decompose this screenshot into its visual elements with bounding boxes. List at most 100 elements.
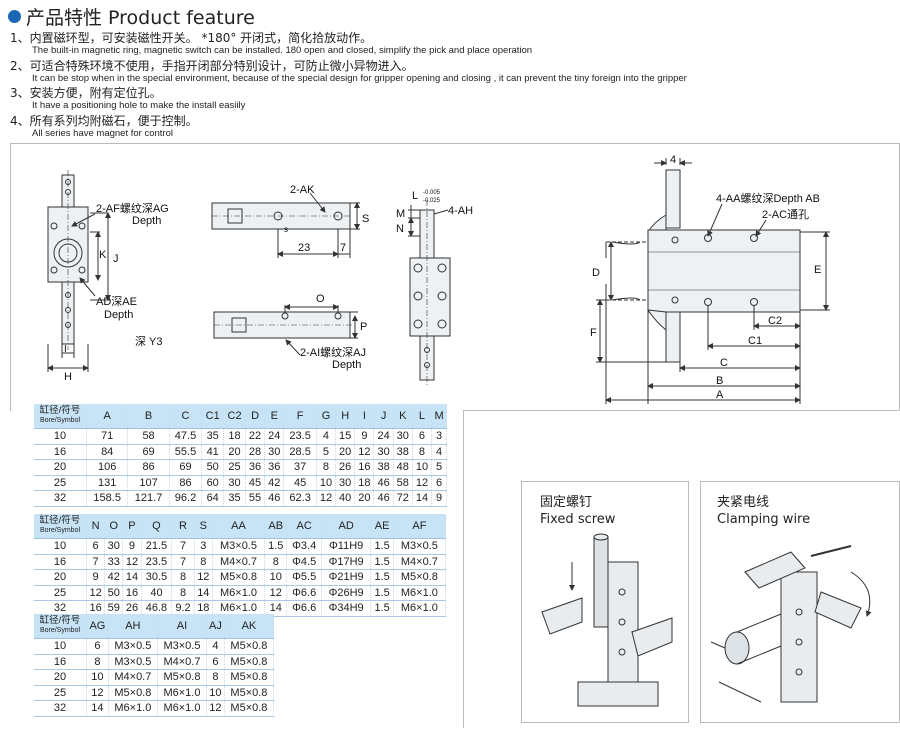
value-cell: 20 <box>223 444 246 460</box>
value-cell: M6×1.0 <box>212 585 266 601</box>
col-header: O <box>104 514 124 539</box>
value-cell: 9 <box>354 428 375 445</box>
col-header: AA <box>212 514 266 539</box>
label-e: E <box>814 264 821 276</box>
value-cell: Φ21H9 <box>321 569 372 586</box>
col-header: G <box>316 404 337 429</box>
value-cell: 1.5 <box>370 569 394 586</box>
value-cell: 45 <box>283 475 317 491</box>
col-header: L <box>412 404 433 429</box>
bore-cell: 16 <box>34 654 87 670</box>
label-d: D <box>592 267 600 279</box>
label-l: L <box>412 190 418 202</box>
value-cell: 14 <box>86 700 109 717</box>
value-cell: Φ11H9 <box>321 538 372 555</box>
value-cell: 36 <box>264 459 285 476</box>
label-ai-depth: Depth <box>332 359 361 371</box>
label-ai: 2-AI螺纹深AJ <box>300 345 366 359</box>
col-header: C2 <box>223 404 246 429</box>
value-cell: 6 <box>431 475 447 491</box>
col-header: AB <box>264 514 288 539</box>
value-cell: 106 <box>86 459 129 476</box>
value-cell: M6×1.0 <box>393 600 447 617</box>
value-cell: 24 <box>264 428 285 445</box>
value-cell: 20 <box>354 490 375 507</box>
value-cell: 12 <box>412 475 433 491</box>
value-cell: 10 <box>316 475 337 491</box>
bore-cell: 20 <box>34 669 87 686</box>
value-cell: 12 <box>206 700 225 717</box>
value-cell: 48 <box>393 459 413 476</box>
col-header: AH <box>108 614 158 639</box>
value-cell: 40 <box>141 585 173 601</box>
value-cell: 7 <box>171 554 195 570</box>
value-cell: M5×0.8 <box>224 638 275 655</box>
value-cell: 20 <box>335 444 356 460</box>
label-n: N <box>396 223 404 235</box>
value-cell: M3×0.5 <box>393 538 447 555</box>
label-j: J <box>113 253 119 265</box>
value-cell: 30 <box>373 444 394 460</box>
col-header: H <box>335 404 356 429</box>
col-header: AG <box>86 614 109 639</box>
value-cell: 30 <box>264 444 285 460</box>
value-cell: 26 <box>122 600 142 617</box>
label-4: 4 <box>670 154 676 166</box>
bore-cell: 16 <box>34 554 87 570</box>
feature-1: 1、内置磁环型，可安装磁性开关。 *180° 开闭式，简化拾放动作。 The b… <box>10 31 532 57</box>
label-aa: 4-AA螺纹深Depth AB <box>716 191 820 205</box>
value-cell: 9 <box>86 569 106 586</box>
value-cell: 10 <box>86 669 109 686</box>
col-header: K <box>393 404 413 429</box>
col-header: C <box>169 404 203 429</box>
value-cell: 14 <box>264 600 288 617</box>
value-cell: M6×1.0 <box>157 685 207 701</box>
col-header: C1 <box>201 404 225 429</box>
value-cell: M3×0.5 <box>108 654 158 670</box>
value-cell: 14 <box>412 490 433 507</box>
bore-cell: 10 <box>34 538 87 555</box>
label-k: K <box>99 249 107 261</box>
feature-cn: 3、安装方便，附有定位孔。 <box>10 86 162 100</box>
value-cell: 64 <box>201 490 225 507</box>
value-cell: 46 <box>373 490 394 507</box>
label-ak: 2-AK <box>290 184 315 196</box>
value-cell: 12 <box>86 585 106 601</box>
value-cell: 36 <box>245 459 266 476</box>
value-cell: 59 <box>104 600 124 617</box>
value-cell: 86 <box>169 475 203 491</box>
feature-cn: 4、所有系列均附磁石，便于控制。 <box>10 114 198 128</box>
value-cell: 1.5 <box>370 600 394 617</box>
label-o: O <box>316 293 325 305</box>
label-ah: 4-AH <box>448 205 473 217</box>
value-cell: 41 <box>201 444 225 460</box>
fixed-screw-box: 固定螺钉 Fixed screw <box>521 481 689 723</box>
value-cell: M3×0.5 <box>108 638 158 655</box>
value-cell: 45 <box>245 475 266 491</box>
value-cell: 8 <box>171 569 195 586</box>
value-cell: 14 <box>122 569 142 586</box>
value-cell: 30.5 <box>141 569 173 586</box>
col-header: AD <box>321 514 372 539</box>
value-cell: 5 <box>431 459 447 476</box>
dimension-drawing: 2-AF螺纹深AG Depth K J AD深AE Depth I H 深 Y3… <box>47 154 830 404</box>
value-cell: Φ6.6 <box>286 585 322 601</box>
col-header: AC <box>286 514 322 539</box>
value-cell: 1.5 <box>264 538 288 555</box>
value-cell: 15 <box>335 428 356 445</box>
col-header: B <box>127 404 170 429</box>
value-cell: 12 <box>264 585 288 601</box>
label-y3: 深 Y3 <box>135 335 163 348</box>
value-cell: 3 <box>431 428 447 445</box>
value-cell: 131 <box>86 475 129 491</box>
label-tol-up: -0.005 <box>423 190 441 196</box>
